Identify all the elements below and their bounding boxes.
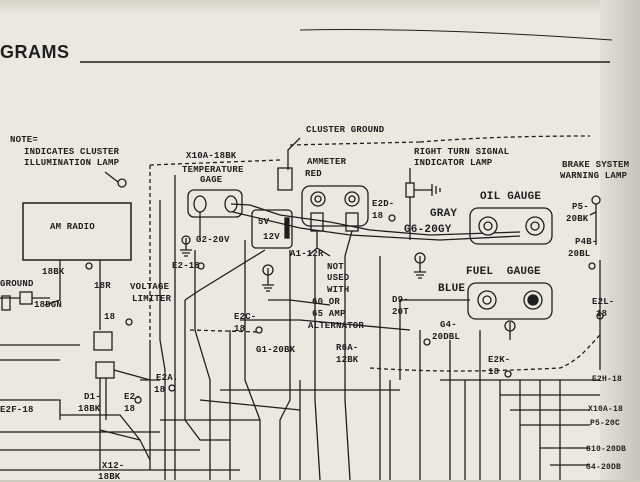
oil-gauge-box: [469, 207, 553, 245]
wire-18-label: 18: [104, 312, 116, 322]
fuel-gauge-label: FUEL GAUGE: [466, 266, 541, 278]
brake-label-1: BRAKE SYSTEM: [562, 160, 630, 170]
wire-e2f-label: E2F-18: [0, 405, 34, 415]
not-used-3: WITH: [327, 285, 350, 295]
fuel-blue-label: BLUE: [438, 283, 466, 295]
ammeter-label-2: RED: [305, 169, 322, 179]
wire-r6a-label-2: 12BK: [336, 355, 359, 365]
wire-e2k-label-2: 18: [488, 367, 500, 377]
wire-x12-label-1: X12-: [102, 461, 125, 471]
header-curve: [299, 28, 613, 41]
voltage-5v-label: 5V: [258, 217, 270, 227]
ground-label: GROUND: [0, 279, 34, 289]
wire-p5-20c-label: P5-20C: [590, 419, 621, 428]
note-text-2: ILLUMINATION LAMP: [24, 158, 120, 168]
wire-d9-label-2: 20T: [392, 307, 409, 317]
temperature-gage-box: [187, 189, 243, 218]
page-title: GRAMS: [0, 42, 70, 62]
wire-g4-20-label: G4-20DB: [586, 463, 622, 472]
ammeter-label-1: AMMETER: [307, 157, 347, 167]
wire-p4b-label-1: P4B-: [575, 237, 598, 247]
wire-p5-label-2: 20BK: [566, 214, 589, 224]
wire-e2a-label-2: 18: [154, 385, 166, 395]
brake-label-2: WARNING LAMP: [560, 171, 628, 181]
wire-e2l-label-1: E2L-: [592, 297, 615, 307]
wire-e2d-label-1: E2D-: [372, 199, 395, 209]
wire-18bk-label: 18BK: [42, 267, 65, 277]
am-radio-label: AM RADIO: [50, 222, 95, 232]
not-used-5: 65 AMP: [312, 309, 346, 319]
wire-18dgn-label: 18DGN: [34, 300, 63, 310]
not-used-1: NOT: [327, 262, 344, 272]
right-turn-label-1: RIGHT TURN SIGNAL: [414, 147, 510, 157]
wire-e2-label-2: 18: [124, 404, 136, 414]
temperature-gage-label-1: TEMPERATURE: [182, 165, 244, 175]
oil-gray-label: GRAY: [430, 208, 458, 220]
wire-e2-label-1: E2-: [124, 392, 141, 402]
not-used-2: USED: [327, 273, 350, 283]
not-used-4: 60 OR: [312, 297, 341, 307]
wire-e2-18-label: E2-18: [172, 261, 201, 271]
cluster-ground-lead: [287, 137, 301, 170]
cluster-outline-top: [149, 135, 591, 340]
fuel-gauge-box: [467, 282, 553, 320]
voltage-12v-label: 12V: [263, 232, 280, 242]
wire-r6a-label-1: R6A-: [336, 343, 359, 353]
voltage-limiter-label-2: LIMITER: [132, 294, 172, 304]
wire-a1-label: A1-12R: [290, 249, 324, 259]
wire-18r-label: 18R: [94, 281, 111, 291]
wire-x10a-right-label: X10A-18: [588, 405, 624, 414]
right-turn-label-2: INDICATOR LAMP: [414, 158, 493, 168]
wire-d1-label-1: D1-: [84, 392, 101, 402]
cluster-ground-label: CLUSTER GROUND: [306, 125, 385, 135]
cluster-ground-connector: [277, 167, 293, 191]
not-used-6: ALTERNATOR: [308, 321, 365, 331]
wire-e2h-label: E2H-18: [592, 375, 623, 384]
cluster-outline-bottom: [369, 334, 601, 372]
wire-p4b-label-2: 20BL: [568, 249, 591, 259]
oil-gauge-label: OIL GAUGE: [480, 191, 542, 203]
wire-e2d-label-2: 18: [372, 211, 384, 221]
note-label: NOTE=: [10, 135, 39, 145]
wire-e2k-label-1: E2K-: [488, 355, 511, 365]
wire-x10a-label: X10A-18BK: [186, 151, 237, 161]
wire-e2c-label-1: E2C-: [234, 312, 257, 322]
am-radio-box: [22, 202, 132, 261]
wire-e2a-label-1: E2A.: [156, 373, 179, 383]
ammeter-box: [301, 185, 369, 227]
page-top-shadow: [0, 0, 640, 14]
note-arrow: [104, 171, 119, 183]
wire-g1-label: G1-20BK: [256, 345, 296, 355]
right-turn-lamp-socket: [405, 182, 415, 198]
wire-g6-label: G6-20GY: [404, 224, 452, 236]
note-text-1: INDICATES CLUSTER: [24, 147, 120, 157]
wire-p5-label-1: P5-: [572, 202, 589, 212]
wire-g4-label-2: 20DBL: [432, 332, 461, 342]
wire-d1-label-2: 18BK: [78, 404, 101, 414]
wire-x12-label-2: 18BK: [98, 472, 121, 482]
voltage-limiter-label-1: VOLTAGE: [130, 282, 170, 292]
wire-g2-label: G2-20V: [196, 235, 230, 245]
wire-g4-label-1: G4-: [440, 320, 457, 330]
illumination-lamp-icon: [117, 178, 127, 188]
brake-lamp-icon: [591, 195, 601, 205]
wire-g10-label: G10-20DB: [586, 445, 627, 454]
wire-d9-label-1: D9-: [392, 295, 409, 305]
wire-e2c-label-2: 18: [234, 324, 246, 334]
voltage-limiter-box: [251, 209, 293, 249]
wire-e2l-label-2: 18: [596, 309, 608, 319]
temperature-gage-label-2: GAGE: [200, 175, 223, 185]
page-edge-shadow: [600, 0, 640, 480]
